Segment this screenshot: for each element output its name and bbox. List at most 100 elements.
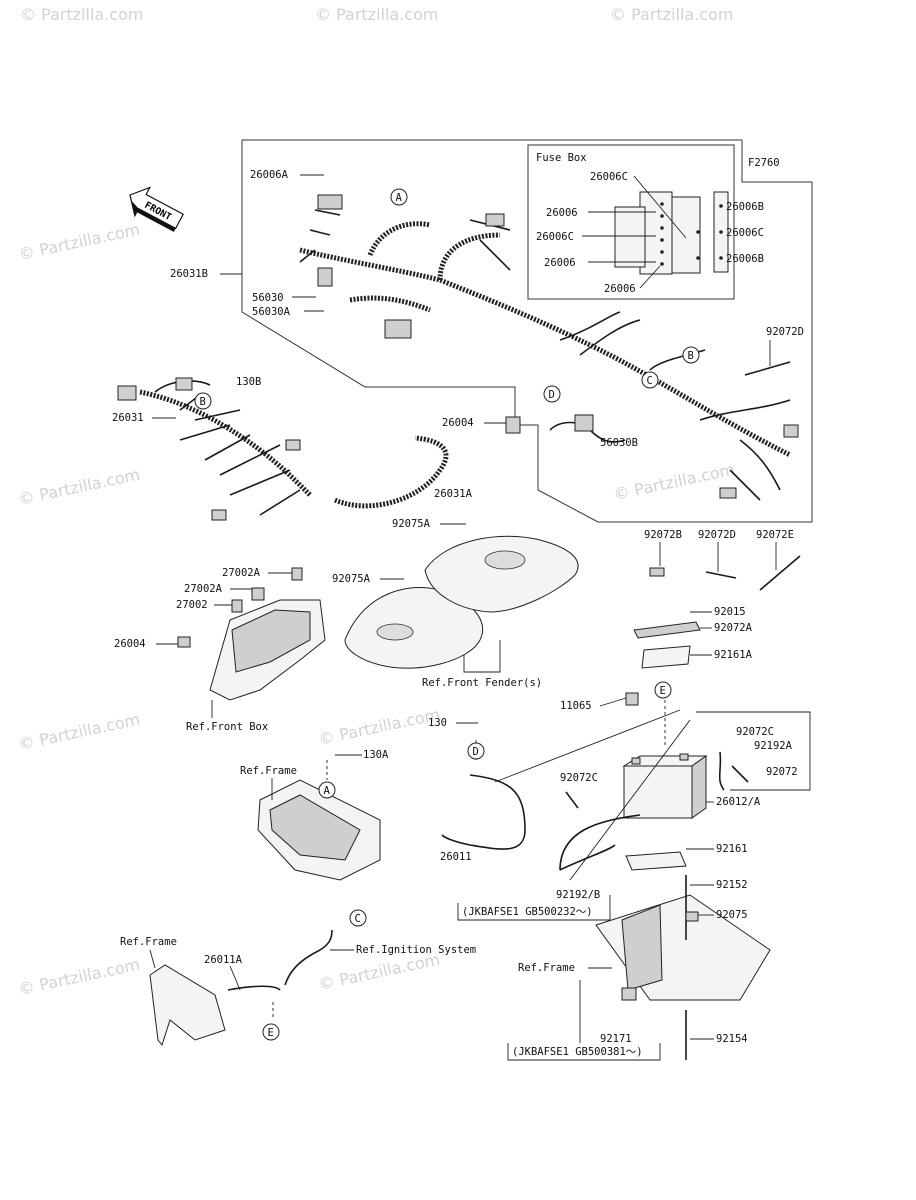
- ref-frame: Ref.Frame: [240, 765, 297, 777]
- part-labels: 26006A 26031B 56030 56030A 92072D 130B 2…: [112, 169, 811, 1061]
- part-label-92072: 92072: [766, 766, 798, 778]
- watermark: © Partzilla.com: [317, 705, 442, 749]
- nut-92075: [685, 911, 699, 922]
- connector-icon: [175, 377, 193, 391]
- ref-front-fender: Ref.Front Fender(s): [422, 677, 542, 689]
- clip-92072B: [649, 567, 665, 577]
- watermark: © Partzilla.com: [612, 460, 737, 504]
- part-label-92072D: 92072D: [766, 326, 804, 338]
- cable-26011A: [227, 929, 333, 991]
- connector-icon: [251, 587, 265, 601]
- fuse-label: 26006: [604, 283, 636, 295]
- part-label-56030A: 56030A: [252, 306, 291, 318]
- main-harness-26031B: [299, 194, 799, 501]
- part-label-130: 130: [428, 717, 447, 729]
- part-label-92072C: 92072C: [560, 772, 598, 784]
- battery-bracket-92072A: [633, 621, 701, 639]
- fuse-label: 26006C: [536, 231, 574, 243]
- cable-92192B: [559, 814, 641, 871]
- part-label-92015: 92015: [714, 606, 746, 618]
- battery-group: [559, 621, 771, 1060]
- fuse-label: 26006: [544, 257, 576, 269]
- circle-ref-A: A: [396, 192, 403, 204]
- part-label-92192A: 92192A: [754, 740, 793, 752]
- circle-ref-D: D: [549, 389, 555, 401]
- connector-icon: [211, 509, 227, 521]
- circle-ref-C: C: [355, 913, 361, 925]
- watermark: © Partzilla.com: [17, 955, 142, 999]
- fuse-label: 26006: [546, 207, 578, 219]
- connector-icon: [117, 385, 137, 401]
- part-label-26006A: 26006A: [250, 169, 289, 181]
- connector-icon: [285, 439, 301, 451]
- part-label-26031: 26031: [112, 412, 144, 424]
- part-label-130A: 130A: [363, 749, 389, 761]
- part-label-92075: 92075: [716, 909, 748, 921]
- serial-note: (JKBAFSE1 GB500232～): [462, 906, 593, 918]
- fuse-label: 26006C: [590, 171, 628, 183]
- part-label-92161A: 92161A: [714, 649, 753, 661]
- part-label-92075A: 92075A: [332, 573, 371, 585]
- harness-26031: [117, 377, 312, 521]
- part-label-26011: 26011: [440, 851, 472, 863]
- part-label-27002A: 27002A: [222, 567, 261, 579]
- reference-labels: Ref.Front Box Ref.Front Fender(s) Ref.Fr…: [120, 640, 612, 974]
- fuse-box-slot: [671, 196, 701, 274]
- connector-icon: [384, 319, 412, 339]
- harness-frame: [241, 139, 813, 523]
- fuse-label: 26006B: [726, 253, 764, 265]
- cable-26011: [441, 774, 526, 850]
- fuse-label: 26006C: [726, 227, 764, 239]
- part-label-92161: 92161: [716, 843, 748, 855]
- circle-ref-D: D: [473, 746, 479, 758]
- relay-26004: [505, 416, 521, 434]
- circle-ref-A: A: [324, 785, 331, 797]
- frame-mid: [257, 779, 381, 881]
- circle-ref-E: E: [268, 1027, 274, 1039]
- pad-92161A: [641, 645, 691, 669]
- ref-frame: Ref.Frame: [120, 936, 177, 948]
- connector-icon: [231, 599, 243, 613]
- part-label-92075A: 92075A: [392, 518, 431, 530]
- cap-11065: [625, 692, 639, 706]
- part-label-27002A: 27002A: [184, 583, 223, 595]
- part-label-92072A: 92072A: [714, 622, 753, 634]
- circle-ref-C: C: [647, 375, 653, 387]
- part-label-26004: 26004: [114, 638, 146, 650]
- fuse-box-title: Fuse Box: [536, 152, 587, 164]
- part-label-26011A: 26011A: [204, 954, 243, 966]
- part-label-92072C: 92072C: [736, 726, 774, 738]
- circle-refs: A B B C D E D A C E: [194, 188, 700, 1041]
- band-92072: [731, 765, 749, 783]
- front-box-bracket: [177, 567, 326, 701]
- harness-26031A: [334, 435, 449, 509]
- part-label-26031A: 26031A: [434, 488, 473, 500]
- part-label-26012A: 26012/A: [716, 796, 761, 808]
- connector-icon: [574, 414, 594, 432]
- ref-ignition-system: Ref.Ignition System: [356, 944, 476, 956]
- watermark: © Partzilla.com: [20, 5, 143, 24]
- front-fender-group: [344, 535, 579, 669]
- band-92072D: [705, 571, 737, 579]
- connector-icon: [485, 213, 505, 227]
- part-label-26004: 26004: [442, 417, 474, 429]
- part-label-92072B: 92072B: [644, 529, 682, 541]
- connector-icon: [783, 424, 799, 438]
- connector-icon: [291, 567, 303, 581]
- watermark: © Partzilla.com: [17, 710, 142, 754]
- figure-id: F2760: [748, 157, 780, 169]
- watermark: © Partzilla.com: [610, 5, 733, 24]
- ref-front-box: Ref.Front Box: [186, 721, 268, 733]
- band-92072D: [744, 361, 791, 376]
- watermark: © Partzilla.com: [17, 465, 142, 509]
- front-arrow-icon: FRONT: [129, 186, 185, 232]
- part-label-27002: 27002: [176, 599, 208, 611]
- part-label-92171: 92171: [600, 1033, 632, 1045]
- fuse-box-group: Fuse Box 26006C 26006 26006C 26006 26006…: [527, 144, 764, 300]
- battery-26012: [623, 765, 693, 819]
- part-label-92072D: 92072D: [698, 529, 736, 541]
- part-label-11065: 11065: [560, 700, 592, 712]
- circle-ref-B: B: [688, 350, 694, 362]
- connector-icon: [317, 194, 343, 210]
